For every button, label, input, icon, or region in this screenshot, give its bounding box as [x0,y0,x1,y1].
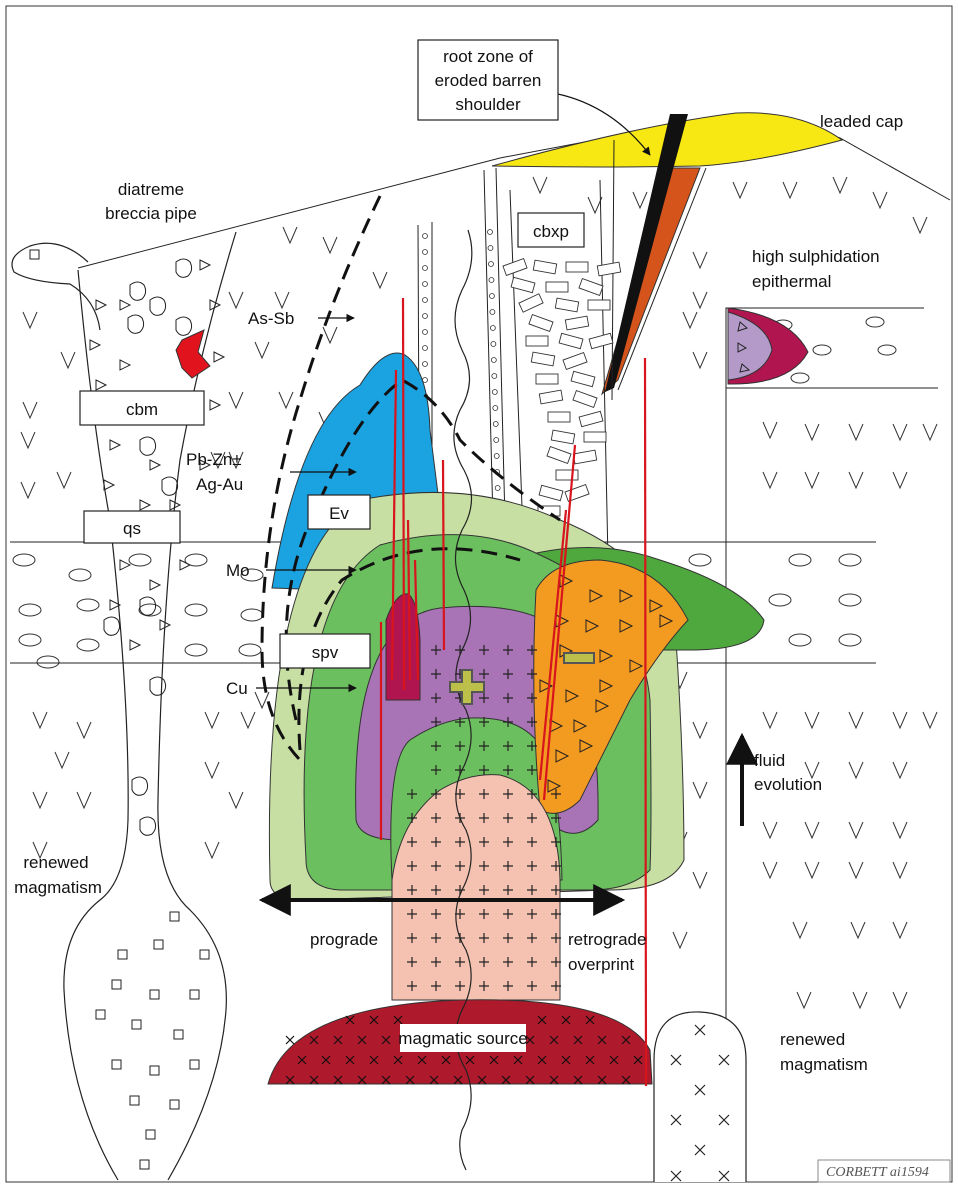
spv-label: spv [312,643,339,662]
sericitic-minus-marker [564,653,594,663]
conduit-dot [423,346,428,351]
root-zone-line3: shoulder [455,95,521,114]
pipe-square [132,1020,141,1029]
pb-zn-line2: Ag-Au [196,475,243,494]
conduit-dot [423,282,428,287]
pipe-square [96,1010,105,1019]
conduit-dot [423,314,428,319]
pipe-square [154,940,163,949]
magmatic-source-label: magmatic source [398,1029,527,1048]
diatreme-line1: diatreme [118,180,184,199]
conduit-dot [493,422,498,427]
cbxp-label: cbxp [533,222,569,241]
conduit-dot [491,358,496,363]
right-renewed-plug [654,1012,746,1182]
fluid-evolution-line1: fluid [754,751,785,770]
conduit-dot [489,278,494,283]
leaded-cap-label: leaded cap [820,112,903,131]
cbxp-block [584,432,606,442]
pipe-square [150,1066,159,1075]
prograde-label: prograde [310,930,378,949]
root-zone-line2: eroded barren [435,71,542,90]
cbxp-block [588,300,610,310]
retrograde-line2: overprint [568,955,634,974]
cu-label: Cu [226,679,248,698]
cbxp-block [548,412,570,422]
mo-label: Mo [226,561,250,580]
conduit-dot [493,406,498,411]
signature-label: CORBETT ai1594 [826,1165,929,1180]
conduit-dot [423,250,428,255]
pipe-square [190,1060,199,1069]
conduit-dot [495,486,500,491]
pipe-square [146,1130,155,1139]
as-sb-label: As-Sb [248,309,294,328]
root-zone-line1: root zone of [443,47,533,66]
conduit-dot [423,362,428,367]
conduit-dot [488,246,493,251]
pipe-square [118,950,127,959]
conduit-dot [492,374,497,379]
high-sulph-line2: epithermal [752,272,831,291]
cbxp-block [546,282,568,292]
pipe-square [200,950,209,959]
pipe-square [150,990,159,999]
conduit-dot [494,454,499,459]
renewed-right-line2: magmatism [780,1055,868,1074]
high-sulph-line1: high sulphidation [752,247,880,266]
conduit-dot [490,326,495,331]
pipe-square [112,1060,121,1069]
qs-label: qs [123,519,141,538]
retrograde-line1: retrograde [568,930,646,949]
pipe-square [170,1100,179,1109]
renewed-right-line1: renewed [780,1030,845,1049]
conduit-dot [423,330,428,335]
fluid-evolution-line2: evolution [754,775,822,794]
pipe-square [174,1030,183,1039]
conduit-dot [423,298,428,303]
conduit-dot [423,266,428,271]
conduit-dot [492,390,497,395]
pipe-square [112,980,121,989]
conduit-dot [489,294,494,299]
renewed-left-line1: renewed [23,853,88,872]
diatreme-line2: breccia pipe [105,204,197,223]
cbxp-block [556,470,578,480]
cbxp-block [566,262,588,272]
conduit-dot [490,310,495,315]
conduit-dot [488,230,493,235]
pipe-square [140,1160,149,1169]
conduit-dot [494,438,499,443]
conduit-dot [488,262,493,267]
pipe-square [190,990,199,999]
pb-zn-line1: Pb-Zn± [186,450,242,469]
conduit-dot [423,234,428,239]
renewed-left-line2: magmatism [14,878,102,897]
pipe-square [130,1096,139,1105]
ev-label: Ev [329,504,349,523]
cbxp-block [536,374,558,384]
cbm-label: cbm [126,400,158,419]
pipe-square [170,912,179,921]
pipe-square [30,250,39,259]
conduit-dot [491,342,496,347]
cbxp-block [526,336,548,346]
